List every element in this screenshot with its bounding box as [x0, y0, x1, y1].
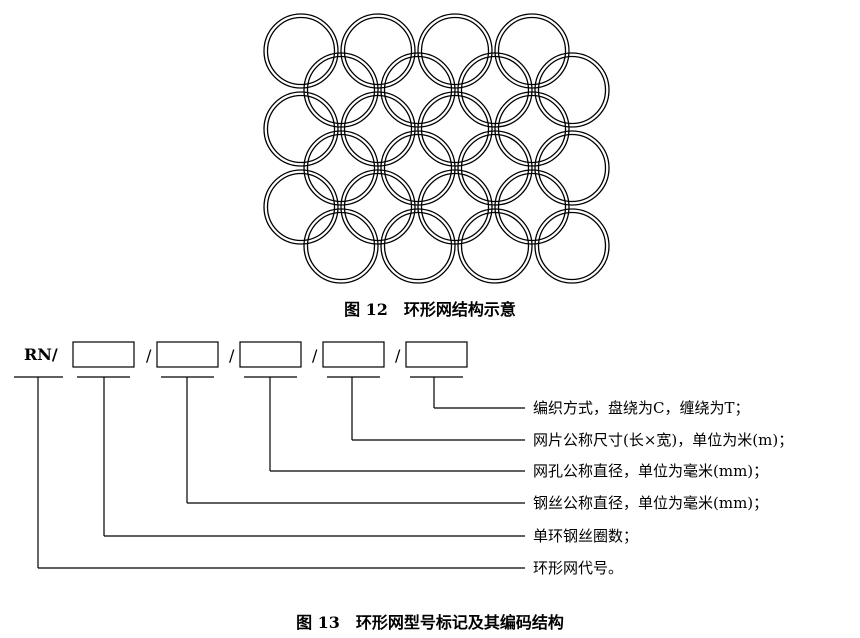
- ring: [380, 208, 456, 284]
- code-descriptions: 编织方式，盘绕为C，缠绕为T； 网片公称尺寸(长×宽)，单位为米(m)； 网孔公…: [533, 399, 793, 577]
- ring: [263, 13, 339, 89]
- ring: [494, 13, 570, 89]
- code-slots: / / / /: [72, 341, 468, 368]
- ring: [417, 13, 493, 89]
- ring: [457, 52, 533, 128]
- ring: [380, 130, 456, 206]
- ring: [263, 169, 339, 245]
- code-slot-box: [405, 341, 468, 368]
- code-separator: /: [229, 346, 235, 365]
- ring: [457, 130, 533, 206]
- ring: [380, 52, 456, 128]
- ring: [457, 208, 533, 284]
- ring: [494, 169, 570, 245]
- ring: [303, 130, 379, 206]
- ring: [340, 13, 416, 89]
- code-prefix: RN/: [24, 345, 58, 364]
- ring: [534, 52, 610, 128]
- ring: [494, 91, 570, 167]
- desc-mesh-diameter: 网孔公称直径，单位为毫米(mm)；: [533, 462, 768, 480]
- ring: [417, 91, 493, 167]
- ring: [303, 208, 379, 284]
- ring: [534, 208, 610, 284]
- ring-net-illustration: [263, 13, 610, 284]
- desc-wire-diameter: 钢丝公称直径，单位为毫米(mm)；: [533, 494, 768, 512]
- ring: [303, 52, 379, 128]
- desc-panel-size: 网片公称尺寸(长×宽)，单位为米(m)；: [533, 431, 793, 449]
- code-slot-box: [322, 341, 385, 368]
- ring: [340, 91, 416, 167]
- ring: [534, 130, 610, 206]
- leader-lines: [14, 376, 525, 569]
- code-separator: /: [395, 346, 401, 365]
- code-slot-box: [72, 341, 135, 368]
- desc-net-code: 环形网代号。: [533, 559, 623, 577]
- code-slot-box: [239, 341, 302, 368]
- ring: [417, 169, 493, 245]
- code-separator: /: [146, 346, 152, 365]
- figure-13-caption: 图 13 环形网型号标记及其编码结构: [296, 613, 564, 632]
- model-code-diagram: RN/ / / / / 编织方式，盘绕为C，缠绕为T； 网片公称尺寸(长×宽)，单位为…: [14, 341, 793, 577]
- ring: [340, 169, 416, 245]
- figure-12-caption: 图 12 环形网结构示意: [344, 300, 516, 319]
- code-separator: /: [312, 346, 318, 365]
- ring: [263, 91, 339, 167]
- code-slot-box: [156, 341, 219, 368]
- desc-weave-method: 编织方式，盘绕为C，缠绕为T；: [533, 399, 749, 417]
- desc-wire-turns: 单环钢丝圈数；: [533, 527, 638, 545]
